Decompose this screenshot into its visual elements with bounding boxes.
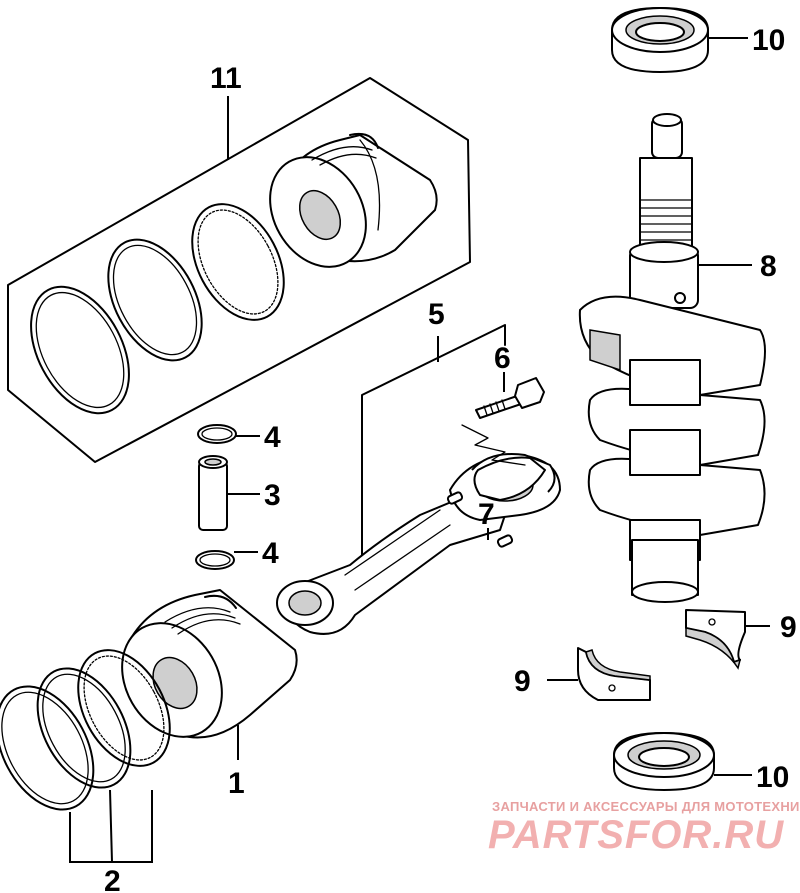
- con-rod-bolt: [475, 372, 545, 419]
- crankshaft: [578, 113, 766, 603]
- connecting-rod: [276, 324, 561, 635]
- circlip-upper: [197, 424, 260, 444]
- callout-1: 1: [228, 767, 245, 800]
- callout-11: 11: [210, 62, 242, 95]
- callout-3: 3: [264, 479, 281, 512]
- piston: [121, 589, 298, 760]
- callout-6: 6: [494, 342, 511, 375]
- callout-4-upper: 4: [264, 421, 281, 454]
- callout-4-lower: 4: [262, 537, 279, 570]
- callout-9-right: 9: [780, 611, 797, 644]
- callout-7: 7: [478, 498, 495, 531]
- piston-pin: [198, 455, 260, 531]
- callout-8: 8: [760, 250, 777, 283]
- piston-kit-box: [7, 77, 471, 463]
- oil-seal-bottom: [613, 732, 752, 791]
- callout-9-left: 9: [514, 665, 531, 698]
- watermark-tagline: ЗАПЧАСТИ И АКСЕССУАРЫ ДЛЯ МОТОТЕХНИКИ: [492, 799, 800, 814]
- callout-10-top: 10: [752, 24, 785, 57]
- dowel-pins: [446, 491, 514, 548]
- callout-2: 2: [104, 865, 121, 893]
- oil-seal-top: [611, 7, 748, 73]
- bearing-lower: [547, 647, 651, 701]
- callout-5: 5: [428, 298, 445, 331]
- callout-10-bottom: 10: [756, 761, 789, 794]
- circlip-lower: [195, 550, 258, 570]
- piston-rings: [0, 649, 171, 863]
- watermark-logo: PARTSFOR.RU: [488, 813, 784, 857]
- bearing-upper: [685, 609, 770, 670]
